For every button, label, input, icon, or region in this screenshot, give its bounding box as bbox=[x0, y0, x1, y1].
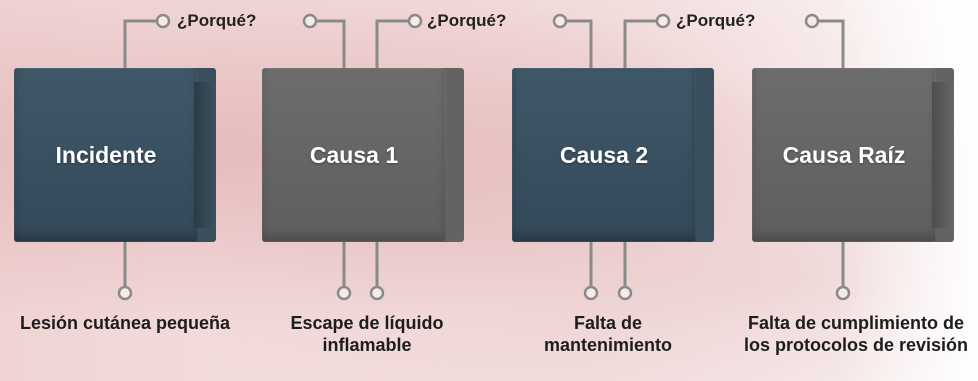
connector-node bbox=[407, 13, 423, 29]
connector-node bbox=[583, 285, 599, 301]
box-inner-shadow bbox=[932, 82, 954, 228]
connector-top-3a bbox=[623, 19, 658, 68]
box-label: Incidente bbox=[55, 141, 157, 168]
connector-node bbox=[655, 13, 671, 29]
box-incidente: Incidente bbox=[14, 68, 216, 242]
box-causa-1: Causa 1 bbox=[262, 68, 464, 242]
connector-top-2b bbox=[566, 19, 593, 68]
connector-node bbox=[617, 285, 633, 301]
box-inner-shadow bbox=[194, 82, 216, 228]
connector-node bbox=[835, 285, 851, 301]
caption-causa-2: Falta de mantenimiento bbox=[543, 313, 672, 355]
box-label: Causa Raíz bbox=[782, 141, 906, 168]
connector-top-2a bbox=[375, 19, 410, 68]
why-label-2: ¿Porqué? bbox=[427, 11, 507, 30]
connector-node bbox=[804, 13, 820, 29]
box-label: Causa 1 bbox=[309, 141, 399, 168]
why-label-1: ¿Porqué? bbox=[177, 11, 257, 30]
connector-node bbox=[369, 285, 385, 301]
connector-node bbox=[552, 13, 568, 29]
connector-node bbox=[155, 13, 171, 29]
connector-top-1a bbox=[123, 19, 158, 68]
connector-node bbox=[302, 13, 318, 29]
box-causa-2: Causa 2 bbox=[512, 68, 714, 242]
connector-top-1b bbox=[316, 19, 346, 68]
why-label-3: ¿Porqué? bbox=[676, 11, 756, 30]
connector-node bbox=[117, 285, 133, 301]
caption-causa-raiz: Falta de cumplimiento de los protocolos … bbox=[743, 313, 969, 355]
connector-top-3b bbox=[818, 19, 845, 68]
box-causa-raiz: Causa Raíz bbox=[752, 68, 954, 242]
caption-causa-1: Escape de líquido inflamable bbox=[290, 313, 444, 355]
connector-node bbox=[336, 285, 352, 301]
caption-incidente: Lesión cutánea pequeña bbox=[19, 313, 231, 333]
box-label: Causa 2 bbox=[559, 141, 649, 168]
